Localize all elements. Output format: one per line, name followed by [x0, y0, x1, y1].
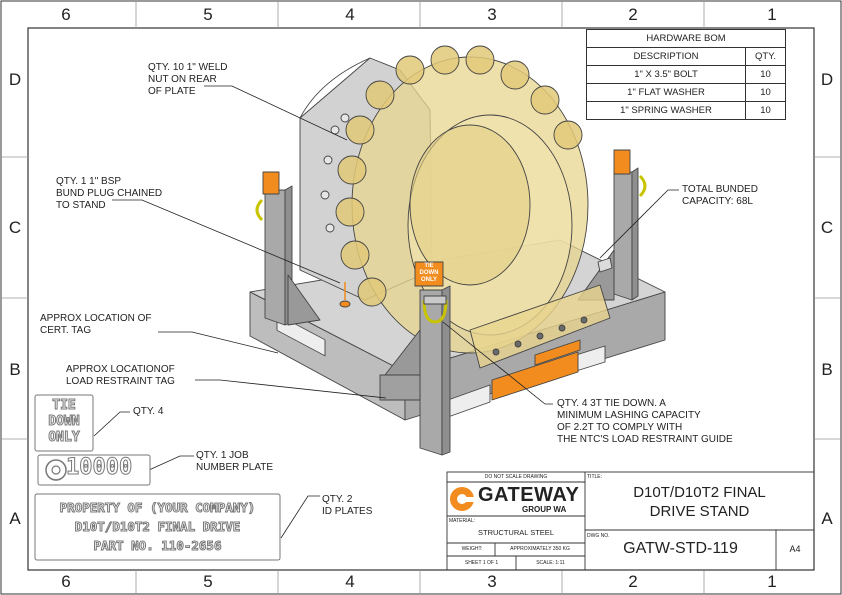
- weight-value: APPROXIMATELY 350 KG: [510, 546, 570, 552]
- shackle-front: [422, 299, 448, 324]
- tie-down-tag-left: [262, 171, 280, 195]
- zone-col-top-3: 3: [487, 5, 497, 24]
- zone-col-bottom-2: 2: [628, 572, 638, 591]
- material-value: STRUCTURAL STEEL: [478, 528, 554, 537]
- dwg-no-value: GATW-STD-119: [623, 540, 738, 557]
- tie-down-plate-line: DOWN: [48, 414, 80, 430]
- zone-row-left-c: C: [8, 218, 22, 237]
- scale-value: SCALE: 1:11: [536, 560, 565, 566]
- stencil-plates: [34, 394, 281, 561]
- title-label: TITLE:: [587, 474, 603, 480]
- dwg-no-label: DWG NO.: [587, 533, 610, 539]
- id-plate-line: PART NO. 110-2656: [93, 538, 222, 554]
- tie-down-tag-front: [414, 261, 444, 287]
- weight-label: WEIGHT:: [461, 546, 483, 552]
- id-plate-line: PROPERTY OF (YOUR COMPANY): [59, 500, 256, 516]
- note-bund-plug: QTY. 1 1" BSP BUND PLUG CHAINED TO STAND: [56, 176, 163, 211]
- zone-row-right-c: C: [820, 218, 834, 237]
- bom-row: 1" SPRING WASHER 10: [586, 101, 786, 120]
- bom-cell-description: 1" FLAT WASHER: [586, 83, 746, 102]
- note-tie-down-qty: QTY. 4: [133, 406, 164, 417]
- zone-row-left-b: B: [9, 360, 21, 379]
- final-drive-stand-model: [249, 45, 666, 456]
- tie-down-plate-line: ONLY: [48, 430, 80, 446]
- id-plate-line: D10T/D10T2 FINAL DRIVE: [74, 519, 241, 535]
- model-tie-down-tag-line: DOWN: [419, 270, 439, 276]
- note-load-restraint-tag: APPROX LOCATIONOF LOAD RESTRAINT TAG: [66, 364, 175, 387]
- bom-cell-qty: 10: [745, 83, 786, 102]
- tie-down-tag-right: [613, 149, 631, 175]
- note-cert-tag: APPROX LOCATION OF CERT. TAG: [40, 313, 152, 336]
- inner-border: [27, 27, 815, 571]
- zone-col-top-2: 2: [628, 5, 638, 24]
- logo-sub: GROUP WA: [522, 505, 567, 514]
- note-job-plate: QTY. 1 JOB NUMBER PLATE: [196, 450, 274, 473]
- lower-sprocket-segment: [469, 284, 611, 369]
- note-tie-down: QTY. 4 3T TIE DOWN. A MINIMUM LASHING CA…: [557, 398, 733, 445]
- drawing-title-line: DRIVE STAND: [649, 503, 750, 520]
- tie-down-plate-line: TIE: [52, 398, 76, 414]
- right-rear-post: [613, 171, 633, 301]
- zone-row-left-d: D: [8, 70, 22, 89]
- do-not-scale-note: DO NOT SCALE DRAWING: [484, 474, 548, 480]
- sheet-size: A4: [789, 544, 801, 554]
- model-tie-down-tag-line: ONLY: [420, 277, 438, 283]
- leader-lines: [93, 85, 679, 539]
- zone-row-right-d: D: [820, 70, 834, 89]
- zone-row-right-b: B: [821, 360, 833, 379]
- model-tie-down-tag-line: TIE: [424, 263, 434, 269]
- bom-cell-description: 1" SPRING WASHER: [586, 101, 746, 120]
- job-number-plate-text: 10000: [66, 455, 133, 481]
- zone-col-bottom-6: 6: [61, 572, 71, 591]
- bom-cell-qty: 10: [745, 101, 786, 120]
- bom-header-qty: QTY.: [745, 47, 786, 66]
- zone-row-right-a: A: [821, 509, 833, 528]
- zone-col-top-4: 4: [345, 5, 355, 24]
- bom-cell-qty: 10: [745, 65, 786, 84]
- zone-col-bottom-4: 4: [345, 572, 355, 591]
- zone-col-top-6: 6: [61, 5, 71, 24]
- bom-title: HARDWARE BOM: [586, 29, 786, 48]
- bom-row: 1" X 3.5" BOLT 10: [586, 65, 786, 84]
- zone-col-bottom-5: 5: [203, 572, 213, 591]
- bom-header-description: DESCRIPTION: [586, 47, 746, 66]
- note-weld-nut: QTY. 10 1" WELD NUT ON REAR OF PLATE: [148, 62, 228, 97]
- zone-col-bottom-3: 3: [487, 572, 497, 591]
- drawing-title-line: D10T/D10T2 FINAL: [633, 484, 766, 501]
- gateway-logo-gear-icon: [450, 487, 474, 511]
- note-id-plates: QTY. 2 ID PLATES: [322, 494, 373, 517]
- left-post: [264, 189, 286, 326]
- zone-row-left-a: A: [9, 509, 21, 528]
- zone-col-bottom-1: 1: [767, 572, 777, 591]
- job-plate-gear-icon: [45, 459, 67, 481]
- front-post: [419, 289, 443, 456]
- zone-col-top-5: 5: [203, 5, 213, 24]
- material-label: MATERIAL:: [449, 518, 476, 524]
- logo-name: GATEWAY: [478, 484, 580, 506]
- id-plate-on-frame: [491, 351, 579, 401]
- hardware-bom-table: HARDWARE BOM DESCRIPTION QTY. 1" X 3.5" …: [586, 29, 786, 120]
- sheet-value: SHEET 1 OF 1: [464, 560, 499, 566]
- bom-cell-description: 1" X 3.5" BOLT: [586, 65, 746, 84]
- zone-col-top-1: 1: [767, 5, 777, 24]
- title-block-lines: [446, 471, 815, 571]
- note-bunded-capacity: TOTAL BUNDED CAPACITY: 68L: [682, 184, 758, 207]
- bom-row: 1" FLAT WASHER 10: [586, 83, 786, 102]
